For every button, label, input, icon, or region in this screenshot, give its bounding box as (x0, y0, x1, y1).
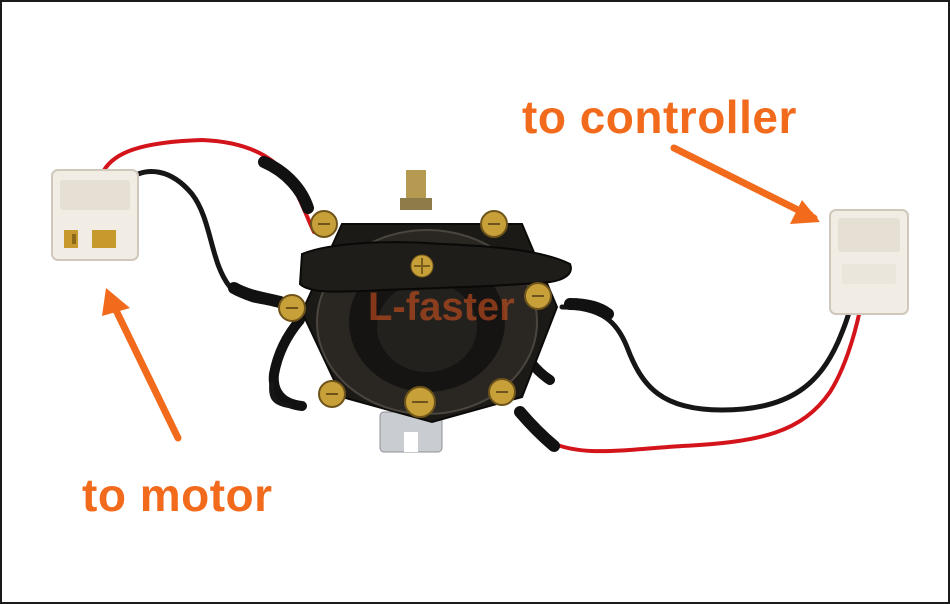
motor-connector (51, 169, 139, 261)
watermark-text: L-faster (368, 285, 515, 329)
wire-lower-left (268, 315, 307, 411)
arrow-icon (108, 298, 182, 442)
label-to-motor: to motor (82, 469, 273, 521)
heat-shrink-left-1 (258, 156, 314, 214)
wire-lower-left-2 (269, 381, 293, 409)
black-wire-right (559, 304, 853, 413)
switch-lever (298, 241, 572, 293)
arrow-icon (670, 144, 819, 222)
red-wire-right (548, 308, 862, 454)
heat-shrink-left-2 (228, 282, 286, 308)
rotary-switch (278, 170, 572, 453)
controller-connector (829, 209, 909, 315)
heat-shrink-right-1 (564, 298, 614, 320)
terminal-screws (278, 210, 552, 418)
label-to-controller: to controller (522, 91, 797, 143)
heat-shrink-right-2 (514, 406, 560, 452)
black-wire-left (121, 169, 285, 307)
arrows (102, 144, 820, 442)
